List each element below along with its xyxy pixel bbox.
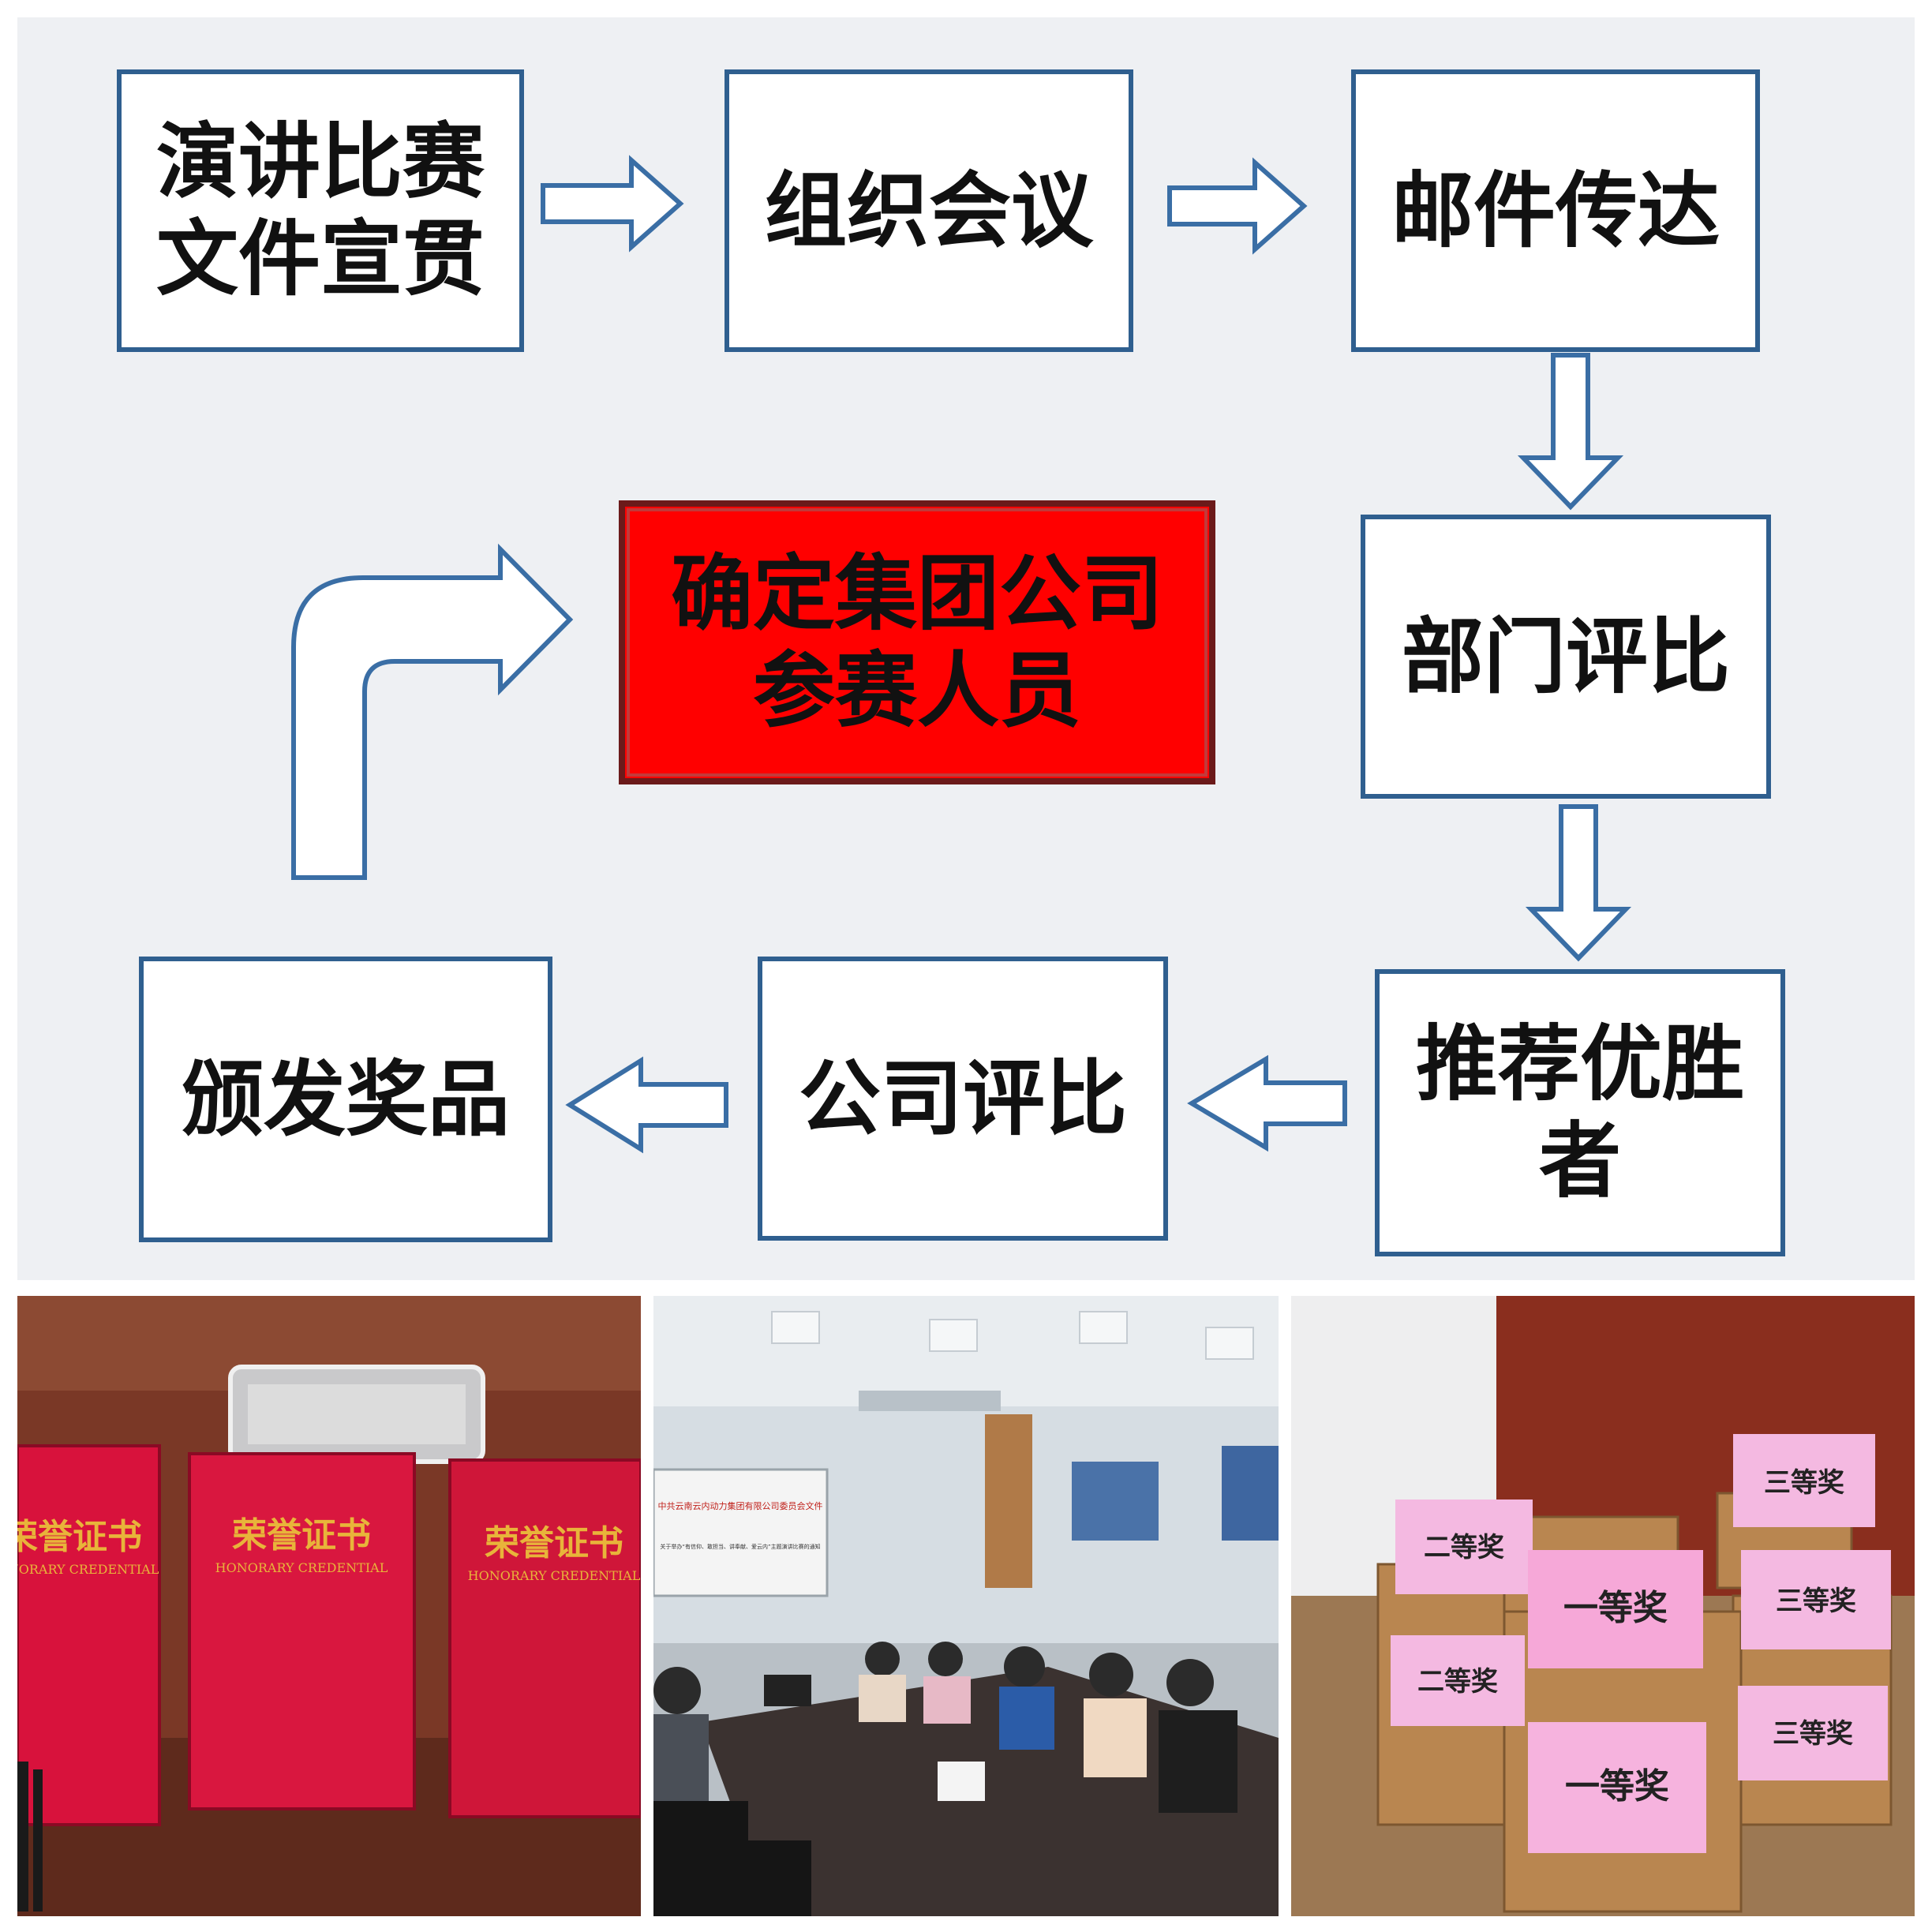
flow-arrows (291, 155, 1632, 1154)
node-line: 邮件传达 (1391, 162, 1720, 259)
certificate-subtitle: HONORARY CREDENTIAL (468, 1568, 641, 1583)
prize-label: 二等奖 (1417, 1666, 1498, 1698)
arrow-down-1 (1517, 353, 1624, 511)
node-line: 演讲比赛 (155, 114, 485, 211)
node-line: 组织会议 (764, 162, 1093, 259)
prize-sign: 一等奖 (1528, 1550, 1703, 1668)
node-line: 文件宣贯 (155, 211, 485, 307)
node-department-review: 部门评比 (1361, 515, 1771, 799)
prize-label: 三等奖 (1776, 1586, 1856, 1617)
arrow-left-2 (565, 1056, 728, 1154)
photo-certificates: 荣誉证书 HONORARY CREDENTIAL 荣誉证书 HONORARY C… (17, 1296, 641, 1916)
certificate-title: 荣誉证书 (485, 1523, 623, 1563)
node-line: 确定集团公司 (670, 545, 1163, 642)
prize-sign: 二等奖 (1395, 1500, 1533, 1594)
arrow-bent (291, 543, 574, 880)
certificate-subtitle: HONORARY CREDENTIAL (17, 1562, 159, 1577)
arrow-right-1 (541, 155, 684, 253)
node-line: 推荐优胜 (1415, 1016, 1744, 1113)
node-line: 部门评比 (1401, 608, 1730, 705)
arrow-left-1 (1187, 1054, 1347, 1152)
prize-label: 三等奖 (1764, 1467, 1844, 1499)
prize-sign: 三等奖 (1733, 1434, 1875, 1527)
certificate-center: 荣誉证书 HONORARY CREDENTIAL (188, 1452, 416, 1810)
node-organize-meeting: 组织会议 (724, 69, 1133, 352)
node-confirm-participants: 确定集团公司 参赛人员 (619, 500, 1215, 784)
prize-label: 三等奖 (1773, 1718, 1853, 1750)
prize-sign: 三等奖 (1741, 1550, 1891, 1649)
certificate-title: 荣誉证书 (232, 1515, 371, 1556)
certificate-right: 荣誉证书 HONORARY CREDENTIAL (448, 1458, 641, 1818)
prize-label: 二等奖 (1424, 1532, 1504, 1563)
node-award-prizes: 颁发奖品 (139, 957, 552, 1242)
certificate-subtitle: HONORARY CREDENTIAL (215, 1560, 388, 1575)
photo-meeting: 中共云南云内动力集团有限公司委员会文件 关于举办“有信仰、敢担当、讲奉献、爱云内… (653, 1296, 1279, 1916)
prize-label: 一等奖 (1565, 1766, 1669, 1807)
node-company-review: 公司评比 (758, 957, 1168, 1241)
node-line: 公司评比 (798, 1050, 1127, 1147)
node-line: 参赛人员 (752, 642, 1081, 739)
node-recommend-winners: 推荐优胜 者 (1375, 969, 1785, 1256)
projection-screen: 中共云南云内动力集团有限公司委员会文件 关于举办“有信仰、敢担当、讲奉献、爱云内… (653, 1468, 829, 1597)
arrow-down-2 (1525, 804, 1632, 962)
photo-prizes: 二等奖 三等奖 一等奖 二等奖 一等奖 三等奖 (1291, 1296, 1915, 1916)
prize-sign: 一等奖 (1528, 1722, 1706, 1853)
screen-line-2: 关于举办“有信仰、敢担当、讲奉献、爱云内”主题演讲比赛的通知 (660, 1543, 820, 1550)
certificate-left: 荣誉证书 HONORARY CREDENTIAL (17, 1444, 161, 1826)
screen-line-1: 中共云南云内动力集团有限公司委员会文件 (658, 1500, 823, 1511)
prize-sign: 三等奖 (1738, 1686, 1888, 1780)
node-speech-contest-docs: 演讲比赛 文件宣贯 (117, 69, 524, 352)
certificate-title: 荣誉证书 (17, 1517, 142, 1557)
node-email-delivery: 邮件传达 (1351, 69, 1760, 352)
prize-sign: 二等奖 (1391, 1635, 1525, 1726)
prize-label: 一等奖 (1563, 1588, 1668, 1628)
node-line: 者 (1538, 1113, 1621, 1209)
arrow-right-2 (1167, 157, 1308, 255)
node-line: 颁发奖品 (181, 1050, 510, 1148)
